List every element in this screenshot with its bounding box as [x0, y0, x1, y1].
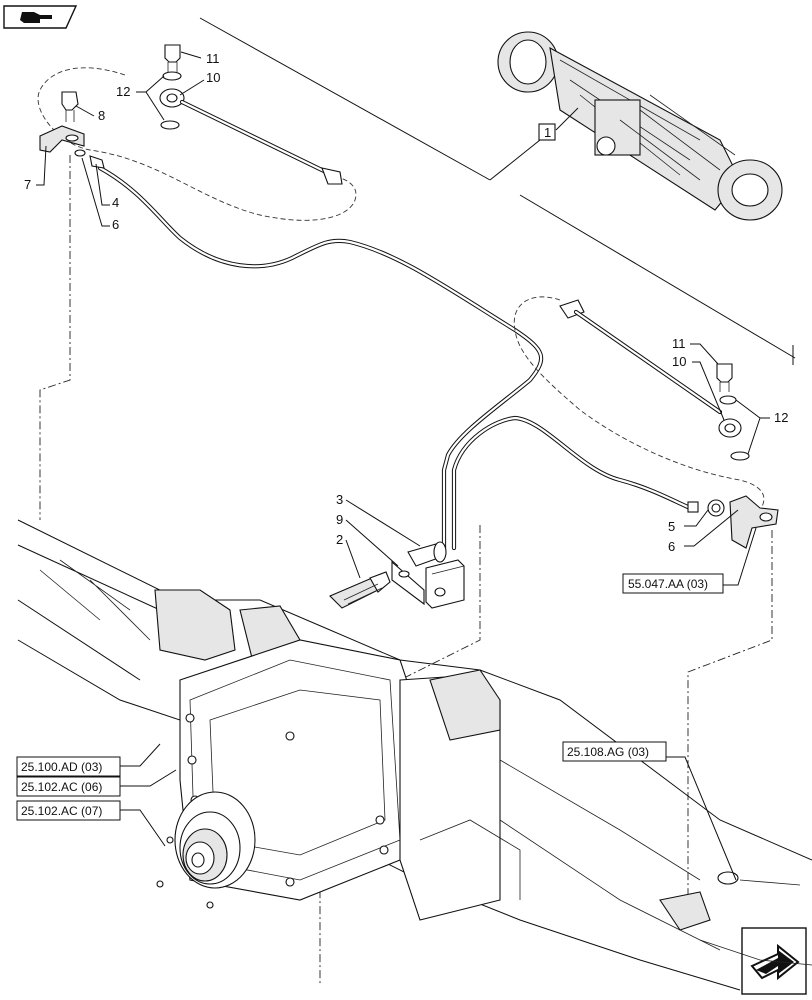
- svg-text:11: 11: [672, 336, 686, 351]
- svg-text:9: 9: [336, 512, 343, 527]
- callout-8: 8: [75, 105, 105, 123]
- callout-6-right: 6: [668, 509, 739, 554]
- ref-box-25-102-ac-07[interactable]: 25.102.AC (07): [16, 800, 166, 847]
- hose-assembly-left: [159, 44, 343, 185]
- callout-4: 4: [95, 163, 119, 210]
- callout-10-right: 10: [672, 354, 725, 421]
- junction-block-assembly: [329, 541, 465, 609]
- svg-text:55.047.AA (03): 55.047.AA (03): [628, 577, 708, 591]
- callout-12-right: 12: [735, 399, 788, 455]
- axle-thumbnail: 1: [497, 31, 783, 221]
- callout-12-left: 12: [116, 75, 165, 121]
- svg-text:25.102.AC (07): 25.102.AC (07): [21, 804, 102, 818]
- svg-text:3: 3: [336, 492, 343, 507]
- svg-text:5: 5: [668, 519, 675, 534]
- callout-11-left: 11: [180, 51, 220, 66]
- svg-text:12: 12: [116, 84, 130, 99]
- axle-housing: [17, 519, 812, 991]
- ref-box-25-108-ag-03[interactable]: 25.108.AG (03): [562, 741, 737, 881]
- hydraulic-pipe: [97, 165, 699, 551]
- svg-text:25.102.AC (06): 25.102.AC (06): [21, 780, 102, 794]
- svg-text:8: 8: [98, 108, 105, 123]
- next-page-arrow-icon[interactable]: [741, 927, 807, 995]
- svg-text:10: 10: [206, 70, 220, 85]
- bracket-assembly-right: [707, 495, 779, 549]
- svg-text:4: 4: [112, 195, 119, 210]
- hose-assembly-right: [559, 299, 750, 461]
- callout-3: 3: [336, 492, 421, 547]
- ref-box-25-102-ac-06[interactable]: 25.102.AC (06): [16, 769, 177, 797]
- svg-text:6: 6: [112, 217, 119, 232]
- svg-text:25.108.AG (03): 25.108.AG (03): [567, 745, 649, 759]
- hose-routing-loop-right: [513, 296, 765, 511]
- svg-text:2: 2: [336, 532, 343, 547]
- svg-text:6: 6: [668, 539, 675, 554]
- hand-pointer-icon[interactable]: [3, 5, 78, 29]
- svg-text:12: 12: [774, 410, 788, 425]
- svg-text:7: 7: [24, 177, 31, 192]
- callout-9: 9: [336, 512, 399, 567]
- callout-11-right: 11: [672, 336, 719, 365]
- callout-10-left: 10: [179, 70, 220, 96]
- clamp-assembly-left: [39, 91, 105, 169]
- ref-box-55-047-aa-03[interactable]: 55.047.AA (03): [622, 527, 757, 594]
- callout-1: 1: [544, 125, 551, 140]
- svg-text:11: 11: [206, 51, 220, 66]
- hose-routing-loop-left: [37, 67, 357, 221]
- callout-2: 2: [336, 532, 361, 579]
- ref-box-25-100-ad-03[interactable]: 25.100.AD (03): [16, 743, 161, 777]
- callout-7: 7: [24, 145, 47, 192]
- callout-5: 5: [668, 509, 709, 534]
- svg-text:25.100.AD (03): 25.100.AD (03): [21, 760, 102, 774]
- svg-text:10: 10: [672, 354, 686, 369]
- group-outline: [199, 17, 796, 365]
- callout-6-left: 6: [81, 157, 119, 232]
